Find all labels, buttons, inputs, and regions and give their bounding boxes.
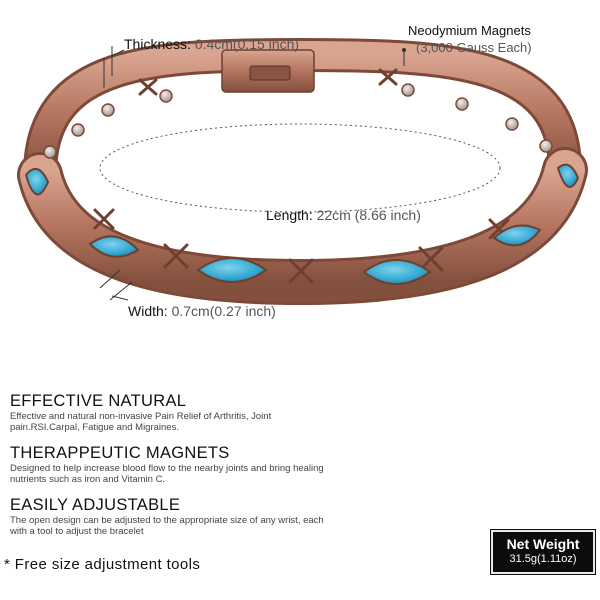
magnet-key: Neodymium Magnets — [408, 23, 531, 38]
length-guide-ellipse — [99, 123, 501, 213]
feature-easily-adjustable: EASILY ADJUSTABLE The open design can be… — [10, 496, 340, 537]
thickness-key: Thickness: — [124, 36, 191, 52]
free-tools-note: * Free size adjustment tools — [4, 556, 201, 573]
length-key: Length: — [266, 207, 313, 223]
magnet-value: (3,000 Gauss Each) — [416, 40, 532, 55]
feature-body: Effective and natural non-invasive Pain … — [10, 411, 272, 433]
neodymium-magnets — [43, 83, 553, 159]
feature-title: EASILY ADJUSTABLE — [10, 496, 181, 514]
magnet — [71, 123, 85, 137]
magnet — [505, 117, 519, 131]
magnet-guide — [402, 48, 406, 66]
magnet — [455, 97, 469, 111]
turquoise-stone — [362, 259, 432, 285]
magnet — [159, 89, 173, 103]
width-key: Width: — [128, 303, 168, 319]
feature-title: THERAPPEUTIC MAGNETS — [10, 444, 230, 462]
magnet-label: Neodymium Magnets (3,000 Gauss Each) — [408, 22, 532, 56]
width-label: Width: 0.7cm(0.27 inch) — [128, 303, 276, 319]
turquoise-stone — [492, 224, 542, 247]
width-guide — [99, 269, 133, 301]
magnet — [539, 139, 553, 153]
thickness-label: Thickness: 0.4cm(0.15 inch) — [124, 36, 299, 52]
thickness-value: 0.4cm(0.15 inch) — [194, 36, 300, 52]
net-weight-badge: Net Weight 31.5g(1.11oz) — [490, 529, 596, 575]
turquoise-stone — [24, 167, 50, 196]
feature-therapeutic-magnets: THERAPPEUTIC MAGNETS Designed to help in… — [10, 444, 340, 485]
width-value: 0.7cm(0.27 inch) — [171, 303, 276, 319]
thickness-guide — [103, 46, 125, 88]
length-label: Length: 22cm (8.66 inch) — [266, 207, 421, 223]
magnet — [101, 103, 115, 117]
magnet — [401, 83, 415, 97]
net-weight-title: Net Weight — [506, 536, 580, 552]
turquoise-stone — [556, 163, 580, 188]
copper-bracelet-illustration — [17, 37, 588, 306]
feature-title: EFFECTIVE NATURAL — [10, 392, 187, 410]
turquoise-stones — [24, 163, 580, 285]
product-image: Thickness: 0.4cm(0.15 inch) Neodymium Ma… — [17, 22, 588, 319]
feature-body: Designed to help increase blood flow to … — [10, 463, 324, 485]
feature-effective-natural: EFFECTIVE NATURAL Effective and natural … — [10, 392, 340, 433]
turquoise-stone — [196, 257, 268, 283]
feature-body: The open design can be adjusted to the a… — [10, 515, 324, 537]
length-value: 22cm (8.66 inch) — [316, 207, 421, 223]
turquoise-stone — [88, 235, 140, 258]
magnet — [43, 145, 57, 159]
net-weight-value: 31.5g(1.11oz) — [509, 553, 577, 565]
